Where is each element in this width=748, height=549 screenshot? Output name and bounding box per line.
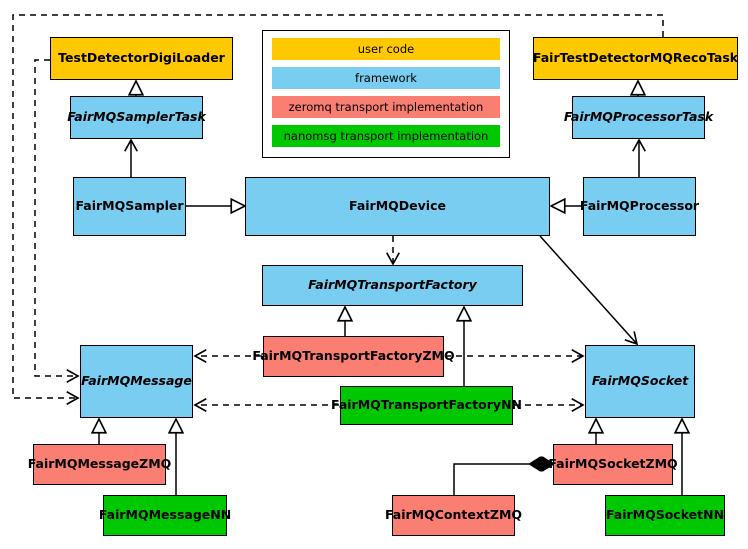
- class-box-fairmqsamplertask[interactable]: FairMQSamplerTask: [67, 96, 206, 139]
- class-box-label: FairMQTransportFactoryZMQ: [252, 348, 455, 364]
- class-box-label: FairMQProcessor: [579, 198, 700, 214]
- class-box-label: FairMQProcessorTask: [563, 109, 714, 125]
- legend-item-framework: framework: [272, 67, 500, 89]
- class-box-fairmqsampler[interactable]: FairMQSampler: [73, 177, 186, 236]
- class-box-fairmqmessagenn[interactable]: FairMQMessageNN: [99, 495, 231, 536]
- class-box-label: FairMQSocketNN: [605, 507, 725, 523]
- class-box-label: FairMQSocket: [591, 373, 689, 389]
- class-box-fairmqtransportfactorynn[interactable]: FairMQTransportFactoryNN: [331, 386, 522, 425]
- class-box-label: TestDetectorDigiLoader: [58, 50, 225, 66]
- class-box-fairmqcontextzmq[interactable]: FairMQContextZMQ: [385, 495, 522, 536]
- class-box-label: FairTestDetectorMQRecoTask: [532, 50, 739, 66]
- edge-device-to-socket: [539, 235, 639, 346]
- class-box-fairmqsocket[interactable]: FairMQSocket: [585, 345, 695, 418]
- class-box-testdetectordigiloader[interactable]: TestDetectorDigiLoader: [50, 37, 233, 80]
- class-box-label: FairMQDevice: [349, 198, 446, 214]
- class-box-fairmqprocessortask[interactable]: FairMQProcessorTask: [564, 96, 713, 139]
- class-box-fairtestdetectormqrecotask[interactable]: FairTestDetectorMQRecoTask: [533, 37, 738, 80]
- class-box-fairmqtransportfactoryzmq[interactable]: FairMQTransportFactoryZMQ: [252, 336, 455, 377]
- edge-contextzmq-to-socketzmq: [453, 464, 552, 495]
- class-box-label: FairMQSampler: [75, 198, 184, 214]
- class-box-fairmqmessagezmq[interactable]: FairMQMessageZMQ: [28, 444, 171, 485]
- class-box-fairmqsocketzmq[interactable]: FairMQSocketZMQ: [548, 444, 678, 485]
- class-box-label: FairMQMessage: [81, 373, 192, 389]
- legend-item-label: zeromq transport implementation: [288, 100, 484, 114]
- class-box-label: FairMQTransportFactory: [308, 277, 477, 293]
- legend-item-zeromq: zeromq transport implementation: [272, 96, 500, 118]
- class-box-fairmqsocketnn[interactable]: FairMQSocketNN: [605, 495, 725, 536]
- legend-item-label: user code: [357, 42, 415, 56]
- class-box-fairmqtransportfactory[interactable]: FairMQTransportFactory: [262, 265, 523, 306]
- class-box-label: FairMQTransportFactoryNN: [331, 397, 522, 413]
- legend-item-nanomsg: nanomsg transport implementation: [272, 125, 500, 147]
- class-box-fairmqdevice[interactable]: FairMQDevice: [245, 177, 550, 236]
- legend-item-user-code: user code: [272, 38, 500, 60]
- class-box-label: FairMQMessageZMQ: [27, 456, 172, 472]
- class-box-label: FairMQSocketZMQ: [548, 456, 678, 472]
- class-box-fairmqprocessor[interactable]: FairMQProcessor: [580, 177, 699, 236]
- class-box-fairmqmessage[interactable]: FairMQMessage: [80, 345, 193, 418]
- legend-item-label: nanomsg transport implementation: [283, 129, 489, 143]
- class-box-label: FairMQContextZMQ: [384, 507, 523, 523]
- class-box-label: FairMQMessageNN: [98, 507, 232, 523]
- legend-item-label: framework: [355, 71, 417, 85]
- class-box-label: FairMQSamplerTask: [67, 109, 206, 125]
